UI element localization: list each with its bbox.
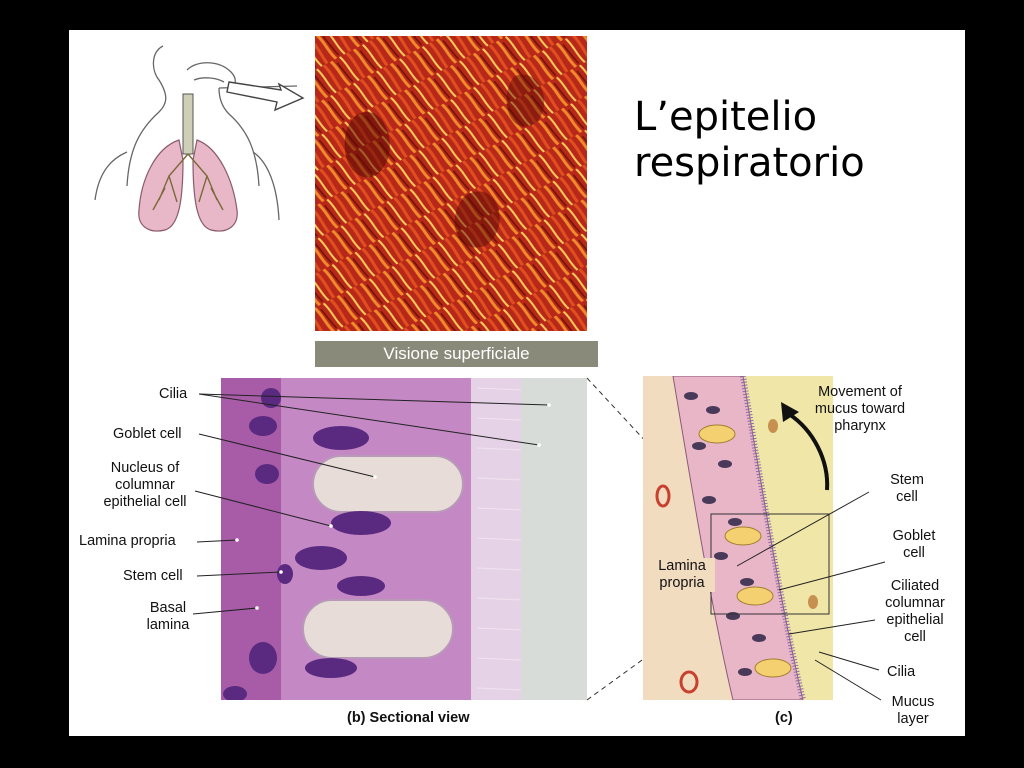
label-nucleus: Nucleus of columnar epithelial cell <box>95 460 195 511</box>
label-goblet-cell: Goblet cell <box>113 426 182 442</box>
label-goblet-line-2: cell <box>903 545 925 561</box>
title-line-2: respiratorio <box>634 140 865 186</box>
label-mucus-layer: Mucus layer <box>885 694 941 728</box>
blood-vessels <box>655 484 699 694</box>
label-stem-cell: Stem cell <box>123 568 183 584</box>
label-nucleus-line-3: epithelial cell <box>103 494 187 510</box>
label-basal-line-1: Basal <box>149 600 187 616</box>
surface-view-caption: Visione superficiale <box>315 341 598 367</box>
title-line-1: L’epitelio <box>634 94 818 140</box>
label-movement-of-mucus: Movement of mucus toward pharynx <box>805 384 915 435</box>
label-cilia: Cilia <box>159 386 188 402</box>
label-cilia-c: Cilia <box>887 664 916 680</box>
label-lamina-propria: Lamina propria <box>79 533 176 549</box>
slide: Visione superficiale L’epitelio respirat… <box>69 30 965 736</box>
label-ciliated-cell: Ciliated columnar epithelial cell <box>875 578 955 646</box>
caption-diagram-c: (c) <box>775 710 793 726</box>
label-ciliated-line-1: Ciliated <box>890 578 940 594</box>
respiratory-system-illustration <box>94 45 305 232</box>
label-movement-line-3: pharynx <box>834 418 886 434</box>
label-basal-lamina: Basal lamina <box>143 600 193 634</box>
pointer-arrow <box>226 81 305 112</box>
label-movement-line-2: mucus toward <box>814 401 906 417</box>
label-lamina-propria-c: Lamina propria <box>649 558 715 592</box>
surface-view-micrograph <box>315 36 587 331</box>
label-stem-line-1: Stem <box>890 472 924 488</box>
label-nucleus-line-2: columnar <box>115 477 175 493</box>
sectional-view-micrograph <box>221 378 587 700</box>
label-mucus-line-2: layer <box>897 711 929 727</box>
label-ciliated-line-4: cell <box>904 629 926 645</box>
bronchi <box>152 153 224 211</box>
label-stem-cell-c: Stem cell <box>879 472 935 506</box>
trachea <box>182 93 194 155</box>
lungs <box>138 139 238 232</box>
label-mucus-line-1: Mucus <box>891 694 935 710</box>
label-ciliated-line-2: columnar <box>885 595 945 611</box>
label-nucleus-line-1: Nucleus of <box>110 460 180 476</box>
label-movement-line-1: Movement of <box>818 384 902 400</box>
label-lamina-line-1: Lamina <box>658 558 706 574</box>
diagram-nuclei <box>684 392 766 676</box>
mucus-droplets <box>768 419 818 609</box>
label-goblet-cell-c: Goblet cell <box>881 528 947 562</box>
label-ciliated-line-3: epithelial <box>886 612 944 628</box>
label-goblet-line-1: Goblet <box>892 528 936 544</box>
slide-title: L’epitelio respiratorio <box>634 94 865 186</box>
label-stem-line-2: cell <box>896 489 918 505</box>
caption-sectional-view: (b) Sectional view <box>347 710 470 726</box>
label-basal-line-2: lamina <box>146 617 190 633</box>
label-lamina-line-2: propria <box>659 575 705 591</box>
